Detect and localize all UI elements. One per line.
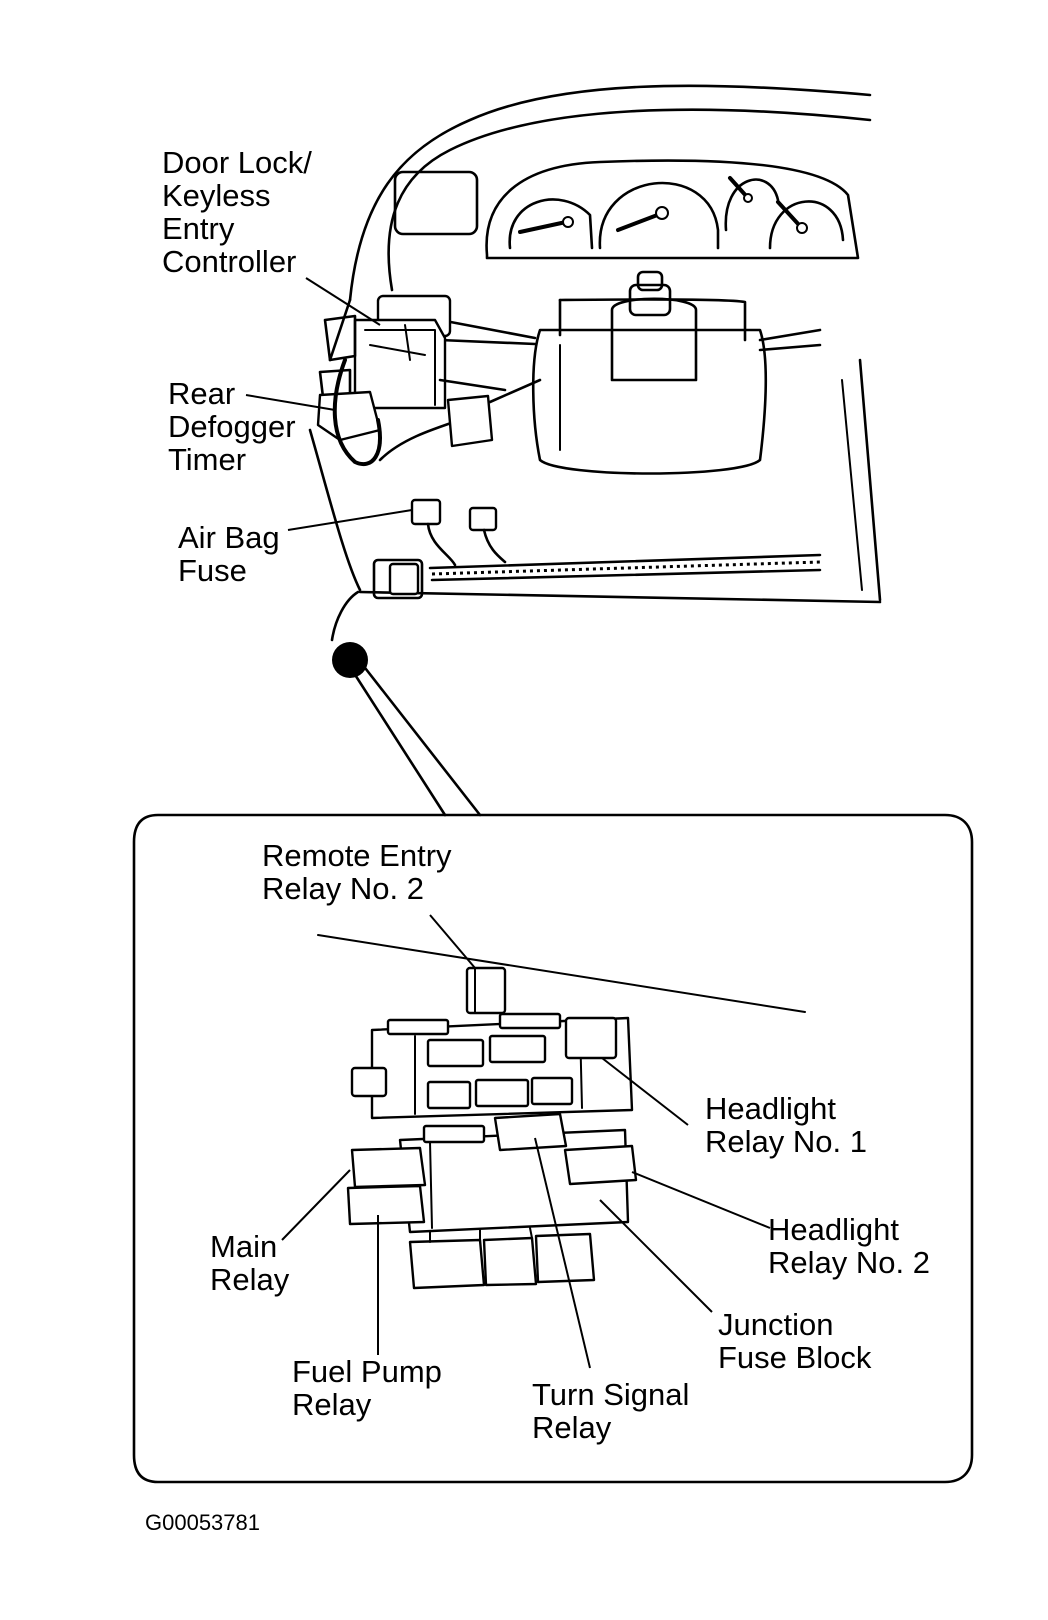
svg-text:Remote Entry: Remote Entry	[262, 838, 452, 873]
label-fuel-pump-relay: Fuel Pump Relay	[292, 1354, 442, 1422]
svg-text:Headlight: Headlight	[768, 1212, 899, 1247]
label-turn-signal-relay: Turn Signal Relay	[532, 1377, 689, 1445]
svg-text:Entry: Entry	[162, 211, 235, 246]
figure-code: G00053781	[145, 1510, 260, 1535]
label-main-relay: Main Relay	[210, 1229, 290, 1297]
svg-text:Main: Main	[210, 1229, 277, 1264]
svg-text:Relay: Relay	[210, 1262, 290, 1297]
dashboard-illustration	[245, 84, 882, 642]
svg-text:Turn Signal: Turn Signal	[532, 1377, 689, 1412]
svg-text:Door Lock/: Door Lock/	[162, 145, 312, 180]
label-remote-entry-relay: Remote Entry Relay No. 2	[262, 838, 452, 906]
svg-text:Controller: Controller	[162, 244, 296, 279]
svg-text:Fuel Pump: Fuel Pump	[292, 1354, 442, 1389]
zoom-detail-box	[132, 813, 974, 1484]
svg-text:Headlight: Headlight	[705, 1091, 836, 1126]
svg-text:Relay: Relay	[532, 1410, 612, 1445]
label-headlight-relay-1: Headlight Relay No. 1	[705, 1091, 867, 1159]
label-headlight-relay-2: Headlight Relay No. 2	[768, 1212, 930, 1280]
label-junction-fuse-block: Junction Fuse Block	[718, 1307, 872, 1375]
label-air-bag-fuse: Air Bag Fuse	[178, 520, 280, 588]
label-door-lock-controller: Door Lock/ Keyless Entry Controller	[162, 145, 312, 279]
svg-text:Defogger: Defogger	[168, 409, 296, 444]
svg-text:Relay No. 2: Relay No. 2	[262, 871, 424, 906]
svg-text:Fuse: Fuse	[178, 553, 247, 588]
zoom-callout	[332, 642, 482, 817]
svg-text:Air Bag: Air Bag	[178, 520, 280, 555]
svg-text:Timer: Timer	[168, 442, 246, 477]
svg-text:Relay No. 1: Relay No. 1	[705, 1124, 867, 1159]
svg-text:Relay: Relay	[292, 1387, 372, 1422]
svg-text:Junction: Junction	[718, 1307, 833, 1342]
svg-text:Rear: Rear	[168, 376, 235, 411]
svg-text:Keyless: Keyless	[162, 178, 271, 213]
label-rear-defogger-timer: Rear Defogger Timer	[168, 376, 296, 477]
svg-text:Relay No. 2: Relay No. 2	[768, 1245, 930, 1280]
svg-text:Fuse Block: Fuse Block	[718, 1340, 872, 1375]
